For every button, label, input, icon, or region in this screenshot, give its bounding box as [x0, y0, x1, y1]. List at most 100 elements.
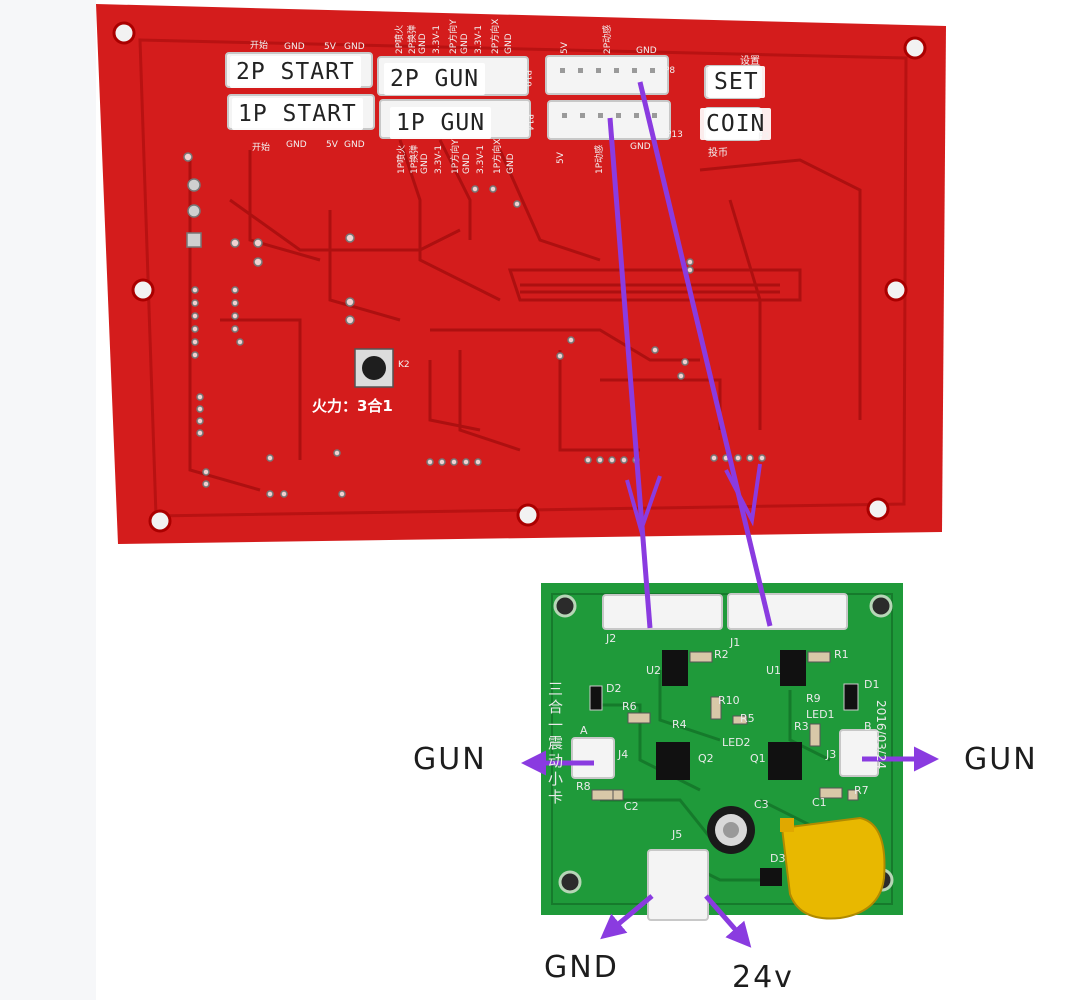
silk-ref-r3: R3 — [794, 720, 809, 733]
silk-pin: 5V — [556, 152, 566, 164]
silk-ref-a: A — [580, 724, 588, 737]
label-gun-left: GUN — [413, 742, 487, 777]
silk-ref-j3: J3 — [826, 748, 837, 761]
silk-ref-j1: J1 — [730, 636, 741, 649]
fire-mode-button — [354, 348, 394, 388]
silk-pin: 1P喷火 — [397, 144, 407, 174]
silk-pin: 5V — [326, 140, 338, 150]
green-connectors — [571, 593, 879, 921]
silk-pin: 2P动感 — [603, 24, 613, 54]
silk-ref-u2: U2 — [646, 664, 662, 677]
yellow-varistor — [780, 816, 886, 920]
silk-pin: GND — [420, 153, 430, 174]
silk-pin: 2P换弹 — [408, 24, 418, 54]
silk-pin: 2P方向X — [491, 18, 501, 54]
arrow-24v — [704, 894, 752, 948]
arrow-2p-motor-to-j1 — [637, 81, 773, 627]
silk-pin: GND — [630, 142, 651, 152]
label-gnd: GND — [544, 950, 619, 985]
arrow-1p-motor-to-j2 — [607, 117, 653, 629]
arrowhead — [625, 475, 662, 537]
silk-top-start-pins: 开始 GND 5V GND — [250, 34, 370, 54]
silk-ref-q1: Q1 — [750, 752, 766, 765]
mount-hole — [516, 503, 540, 527]
silk-pin: 2P喷火 — [395, 24, 405, 54]
silk-coin-cn: 投币 — [708, 148, 728, 159]
wiring-arrows — [521, 81, 939, 948]
connector-pins — [560, 68, 657, 118]
label-coin: COIN — [700, 108, 772, 140]
silk-pin: 5V — [560, 42, 570, 54]
pcb-traces — [188, 139, 862, 492]
silk-pin: GND — [286, 140, 307, 150]
smd-resistors — [591, 651, 859, 801]
silk-pin: GND — [344, 42, 365, 52]
silk-pin: 3.3V-1 — [432, 25, 442, 54]
mount-hole — [148, 509, 172, 533]
silk-ref-c1: C1 — [812, 796, 827, 809]
silk-pin: GND — [506, 153, 516, 174]
silk-ref-p8: P8 — [664, 66, 676, 76]
silk-motor-bottom-pins: 5V 1P动感 GND — [556, 140, 666, 180]
silk-pin: GND — [344, 140, 365, 150]
silk-ref-d1: D1 — [864, 678, 880, 691]
label-gun-right: GUN — [964, 742, 1038, 777]
mount-hole — [553, 594, 577, 618]
mount-hole — [558, 870, 582, 894]
silk-set-cn: 设置 — [740, 56, 760, 67]
fire-mode-caption: 火力：3合1 — [312, 397, 393, 415]
silk-pin: GND — [284, 42, 305, 52]
silk-motor-top-pins: 5V 2P动感 GND — [556, 24, 666, 58]
arrow-gnd — [600, 894, 654, 940]
red-pcb — [96, 4, 946, 544]
silk-ref-q2: Q2 — [698, 752, 714, 765]
silk-pin: GND — [460, 33, 470, 54]
silk-pin: GND — [636, 46, 657, 56]
silk-ref-r4: R4 — [672, 718, 687, 731]
silk-ref-p10: P10 — [522, 70, 532, 87]
silk-ref-r10: R10 — [718, 694, 740, 707]
silk-ref-d2: D2 — [606, 682, 622, 695]
pad-row — [183, 152, 766, 498]
label-24v: 24v — [732, 960, 794, 995]
silk-2p-gun-pins: 2P喷火 2P换弹 GND 3.3V-1 2P方向Y GND 3.3V-1 2P… — [392, 18, 532, 54]
silk-ref-led2: LED2 — [722, 736, 751, 749]
silk-pin: 1P换弹 — [410, 144, 420, 174]
silk-pin: 5V — [324, 42, 336, 52]
silk-ref-k2: K2 — [398, 360, 410, 370]
silk-ref-d3: D3 — [770, 852, 786, 865]
mount-hole — [903, 36, 927, 60]
arrowhead — [724, 463, 762, 527]
silk-pin: 3.3V-1 — [476, 145, 486, 174]
red-pcb-edge — [138, 38, 908, 518]
silk-ref-r2: R2 — [714, 648, 729, 661]
mount-hole — [112, 21, 136, 45]
electrolytic-capacitor — [707, 806, 755, 854]
silk-pin: 1P动感 — [595, 144, 605, 174]
silk-pin: 1P方向X — [493, 138, 503, 174]
label-1p-gun: 1P GUN — [390, 107, 492, 139]
silk-ref-r6: R6 — [622, 700, 637, 713]
label-1p-start: 1P START — [232, 98, 363, 130]
silk-pin: GND — [418, 33, 428, 54]
silk-ref-r7: R7 — [854, 784, 869, 797]
silk-ref-j4: J4 — [618, 748, 629, 761]
silk-pin: 2P方向Y — [449, 19, 459, 54]
silk-pin: GND — [504, 33, 514, 54]
silk-ref-r5: R5 — [740, 712, 755, 725]
silk-bottom-start-pins: 开始 GND 5V GND — [252, 136, 372, 156]
silk-ref-c2: C2 — [624, 800, 639, 813]
silk-pin: 1P方向Y — [451, 139, 461, 174]
silk-ref-j5: J5 — [672, 828, 683, 841]
label-2p-gun: 2P GUN — [384, 63, 486, 95]
silk-ref-r8: R8 — [576, 780, 591, 793]
silk-pin: 3.3V-1 — [434, 145, 444, 174]
silk-ref-r1: R1 — [834, 648, 849, 661]
silk-ref-b: B — [864, 720, 872, 733]
left-shadow — [0, 0, 96, 1000]
silk-ref-p13: P13 — [666, 130, 683, 140]
silk-ref-led1: LED1 — [806, 708, 835, 721]
silk-pin: 开始 — [252, 143, 271, 153]
silk-ref-j2: J2 — [606, 632, 617, 645]
